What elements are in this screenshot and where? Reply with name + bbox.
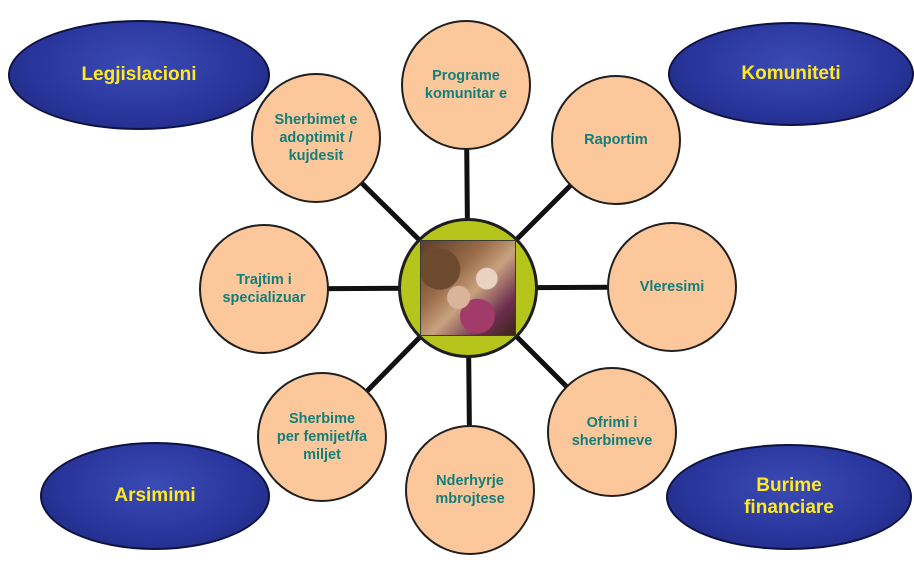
ellipse-arsimimi: Arsimimi: [40, 442, 270, 550]
ellipse-legjislacioni: Legjislacioni: [8, 20, 270, 130]
ellipse-burime: Burime financiare: [666, 444, 912, 550]
node-label: Trajtim i specializuar: [222, 272, 306, 306]
node-sherbimet-adoptimit: Sherbimet e adoptimit / kujdesit: [251, 73, 381, 203]
node-label: Sherbime per femijet/fa miljet: [276, 411, 368, 463]
node-trajtim: Trajtim i specializuar: [199, 224, 329, 354]
node-label: Vleresimi: [639, 279, 705, 295]
node-nderhyrje: Nderhyrje mbrojtese: [405, 425, 535, 555]
hub-circle: [398, 218, 538, 358]
node-label: Nderhyrje mbrojtese: [435, 473, 505, 507]
ellipse-komuniteti: Komuniteti: [668, 22, 914, 126]
node-label: Ofrimi i sherbimeve: [571, 415, 653, 449]
ellipse-label: Komuniteti: [741, 63, 841, 84]
node-programe: Programe komunitar e: [401, 20, 531, 150]
node-label: Sherbimet e adoptimit / kujdesit: [274, 112, 358, 164]
node-raportim: Raportim: [551, 75, 681, 205]
children-photo-image: [420, 240, 516, 336]
ellipse-label: Legjislacioni: [81, 64, 197, 85]
node-label: Raportim: [584, 132, 648, 148]
node-vleresimi: Vleresimi: [607, 222, 737, 352]
node-ofrimi: Ofrimi i sherbimeve: [547, 367, 677, 497]
ellipse-label: Burime financiare: [744, 475, 834, 518]
node-sherbime-familjet: Sherbime per femijet/fa miljet: [257, 372, 387, 502]
ellipse-label: Arsimimi: [114, 485, 196, 506]
node-label: Programe komunitar e: [424, 68, 508, 102]
